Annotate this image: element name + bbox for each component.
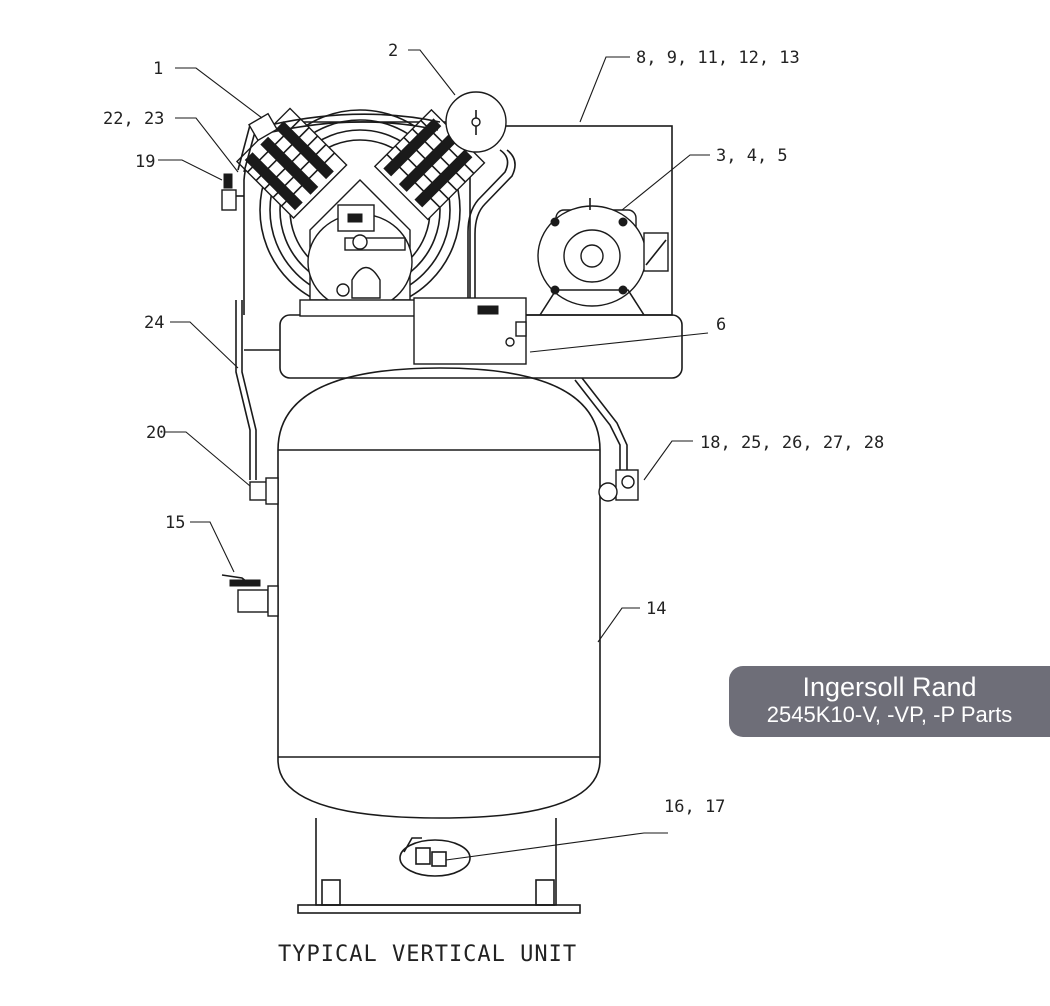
left-piping [235, 300, 279, 505]
callout-labels: 1 2 8, 9, 11, 12, 13 22, 23 19 3, 4, 5 2… [103, 41, 884, 817]
callout-15: 15 [165, 513, 185, 533]
callout-2: 2 [388, 41, 398, 61]
model-badge: Ingersoll Rand 2545K10-V, -VP, -P Parts [729, 666, 1050, 737]
callout-19: 19 [135, 152, 155, 172]
discharge-tube [467, 149, 516, 300]
tank-base [297, 818, 581, 914]
brand-label: Ingersoll Rand [802, 672, 977, 702]
diagram-caption: TYPICAL VERTICAL UNIT [278, 942, 577, 967]
callout-6: 6 [716, 315, 726, 335]
callout-24: 24 [144, 313, 164, 333]
callout-20: 20 [146, 423, 166, 443]
intercooler-tube [269, 113, 441, 133]
pump-block [299, 179, 416, 317]
callout-8-13: 8, 9, 11, 12, 13 [636, 48, 800, 68]
model-label: 2545K10-V, -VP, -P Parts [766, 702, 1013, 727]
callout-22-23: 22, 23 [103, 109, 164, 129]
callout-16-17: 16, 17 [664, 797, 725, 817]
right-piping [574, 377, 639, 502]
air-tank [277, 367, 601, 819]
ball-valve [221, 574, 279, 617]
left-fittings [221, 112, 278, 211]
callout-14: 14 [646, 599, 666, 619]
leader-lines [158, 49, 710, 861]
callout-1: 1 [153, 59, 163, 79]
callout-18-28: 18, 25, 26, 27, 28 [700, 433, 884, 453]
electric-motor [537, 198, 669, 316]
intake-filter [445, 91, 507, 153]
control-box [413, 297, 527, 365]
callout-3-5: 3, 4, 5 [716, 146, 788, 166]
